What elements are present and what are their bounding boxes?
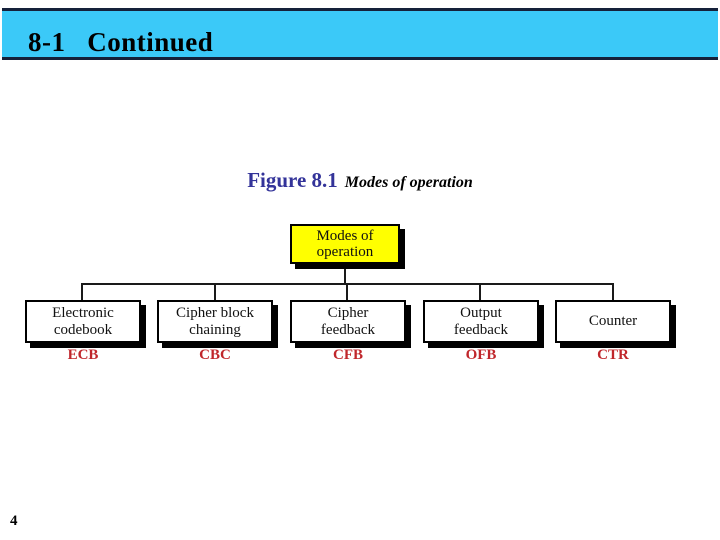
figure-caption: Figure 8.1 Modes of operation	[0, 168, 720, 193]
connector-root-stem	[344, 264, 346, 285]
connector-drop-ofb	[479, 283, 481, 301]
node-electronic-codebook: Electronic codebook	[25, 300, 141, 343]
connector-drop-ctr	[612, 283, 614, 301]
node-label-line1: Electronic	[52, 305, 114, 322]
node-cipher-feedback: Cipher feedback	[290, 300, 406, 343]
node-label-line1: Output	[460, 305, 502, 322]
figure-label: Figure 8.1	[247, 168, 338, 192]
page-number: 4	[10, 513, 18, 529]
node-label-line1: Cipher	[327, 305, 369, 322]
node-output-feedback: Output feedback	[423, 300, 539, 343]
node-label-line1: Modes of	[316, 227, 374, 244]
figure-title: Modes of operation	[344, 174, 473, 191]
node-label-line2: feedback	[453, 321, 509, 338]
node-label-line2: feedback	[320, 321, 376, 338]
connector-drop-cbc	[214, 283, 216, 301]
slide-header-band: 8-1 Continued	[2, 8, 718, 60]
connector-drop-ecb	[81, 283, 83, 301]
node-label-line2: operation	[316, 244, 374, 260]
abbr-ecb: ECB	[67, 347, 99, 363]
node-label-line1: Counter	[588, 313, 638, 330]
node-counter: Counter	[555, 300, 671, 343]
connector-drop-cfb	[346, 283, 348, 301]
node-label-line2: codebook	[53, 321, 113, 338]
abbr-ofb: OFB	[465, 347, 497, 363]
node-label-line2: chaining	[189, 321, 241, 338]
node-label-line1: Cipher block	[176, 305, 254, 322]
node-modes-of-operation: Modes of operation	[290, 224, 400, 264]
node-cipher-block-chaining: Cipher block chaining	[157, 300, 273, 343]
abbr-cfb: CFB	[333, 347, 363, 363]
abbr-ctr: CTR	[597, 347, 629, 363]
abbr-cbc: CBC	[199, 347, 231, 363]
page-title: 8-1 Continued	[28, 27, 214, 57]
